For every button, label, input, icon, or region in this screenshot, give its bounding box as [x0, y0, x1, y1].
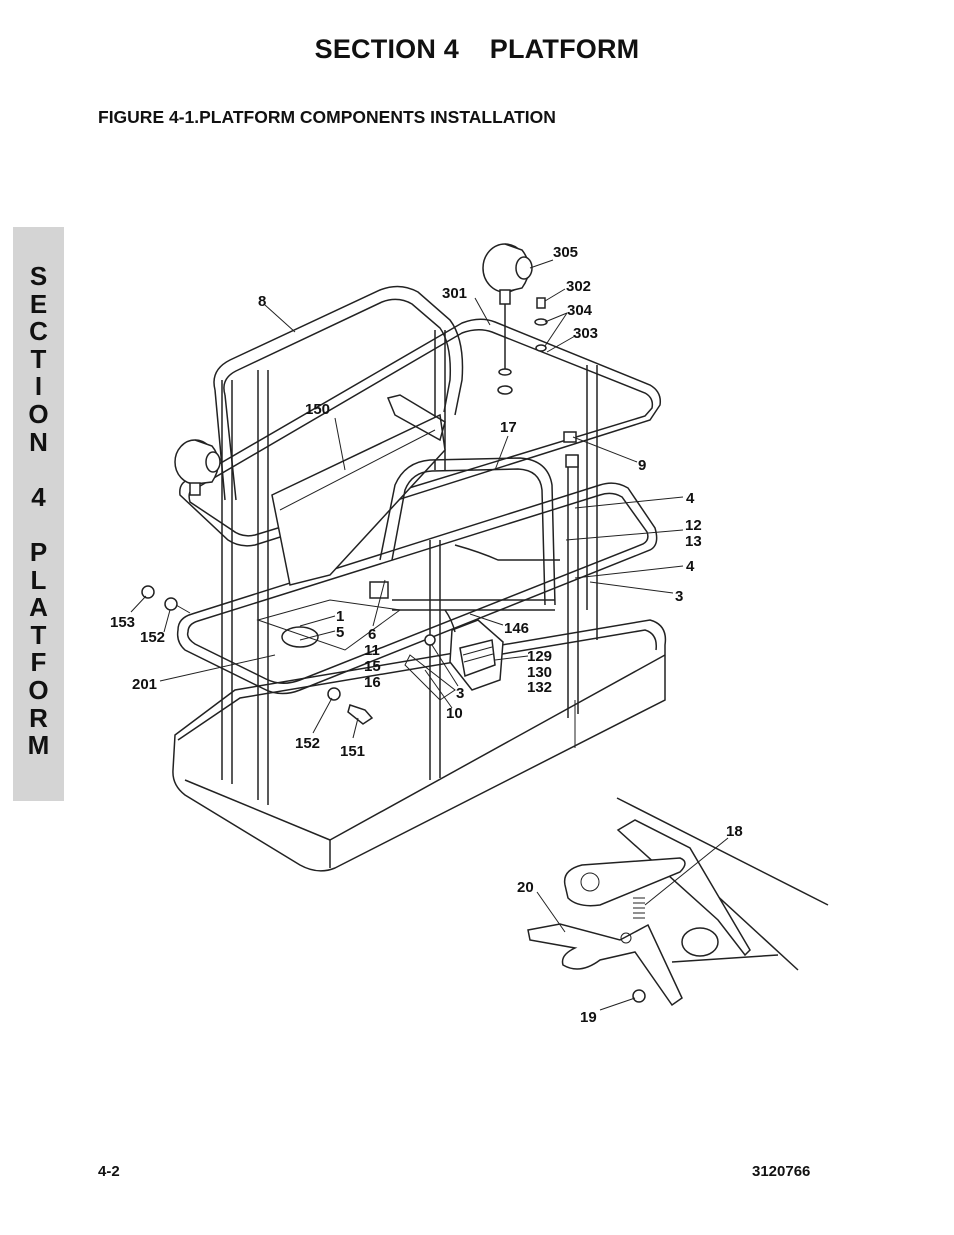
callout-301: 301 — [442, 285, 467, 302]
side-tab-letter: C — [29, 316, 48, 347]
side-tab-letter: E — [29, 288, 48, 319]
callout-8: 8 — [258, 293, 266, 310]
side-tab-letter: R — [29, 702, 48, 733]
callout-1: 1 — [336, 608, 344, 625]
callout-132: 132 — [527, 679, 552, 696]
callout-12: 12 — [685, 517, 702, 534]
side-tab-letter: L — [30, 564, 47, 595]
side-tab-letter: M — [27, 730, 50, 761]
side-tab-letter: A — [29, 592, 48, 623]
misc-hardware — [141, 431, 579, 725]
platform-floor-pan — [172, 619, 667, 872]
callout-9: 9 — [638, 457, 646, 474]
callout-302: 302 — [566, 278, 591, 295]
callout-leaders — [130, 259, 729, 1011]
platform-uprights — [221, 330, 598, 805]
work-light-left — [174, 439, 221, 496]
callout-4-upper: 4 — [686, 490, 695, 507]
side-tab-letter: T — [30, 343, 47, 374]
callout-3-right: 3 — [675, 588, 683, 605]
side-tab-letter: 4 — [31, 481, 46, 512]
page-number: 4-2 — [98, 1163, 120, 1180]
callout-6: 6 — [368, 626, 376, 643]
side-tab-letter: I — [34, 371, 43, 402]
side-tab-letter: O — [28, 675, 49, 705]
callout-16: 16 — [364, 674, 381, 691]
side-tab-letter: T — [30, 619, 47, 650]
work-light-top — [482, 243, 548, 395]
callout-305: 305 — [553, 244, 578, 261]
callout-151: 151 — [340, 743, 365, 760]
mid-guard-rail — [176, 482, 658, 695]
callout-19: 19 — [580, 1009, 597, 1026]
callout-129: 129 — [527, 648, 552, 665]
callout-5: 5 — [336, 624, 344, 641]
callout-150: 150 — [305, 401, 330, 418]
pivot-bracket-detail — [527, 797, 829, 1007]
callout-4-lower: 4 — [686, 558, 695, 575]
callout-11: 11 — [364, 642, 380, 659]
side-tab-letter: S — [29, 261, 48, 291]
foot-switch — [444, 609, 504, 691]
callout-15: 15 — [364, 658, 381, 675]
callout-201: 201 — [132, 676, 157, 693]
callout-146: 146 — [504, 620, 529, 637]
callout-153: 153 — [110, 614, 135, 631]
callout-3-center: 3 — [456, 685, 464, 702]
callout-130: 130 — [527, 664, 552, 681]
callout-labels: 305 302 301 304 303 8 150 17 9 4 12 13 4… — [110, 244, 743, 1026]
section-title: SECTION 4 PLATFORM — [314, 34, 640, 64]
callout-304: 304 — [567, 302, 593, 319]
callout-152-lower: 152 — [295, 735, 320, 752]
callout-303: 303 — [573, 325, 598, 342]
figure-title: FIGURE 4-1.PLATFORM COMPONENTS INSTALLAT… — [98, 107, 556, 127]
side-tab-letter: P — [29, 537, 48, 567]
control-box-guard — [213, 285, 464, 586]
side-tab-letter: O — [28, 399, 49, 429]
callout-17: 17 — [500, 419, 517, 436]
side-tab-letter: F — [30, 647, 47, 678]
entry-gate — [379, 457, 560, 611]
side-tab-letter: N — [29, 426, 48, 457]
callout-152-left: 152 — [140, 629, 165, 646]
callout-10: 10 — [446, 705, 463, 722]
callout-20: 20 — [517, 879, 534, 896]
callout-13: 13 — [685, 533, 702, 550]
callout-18: 18 — [726, 823, 743, 840]
document-number: 3120766 — [752, 1163, 811, 1180]
